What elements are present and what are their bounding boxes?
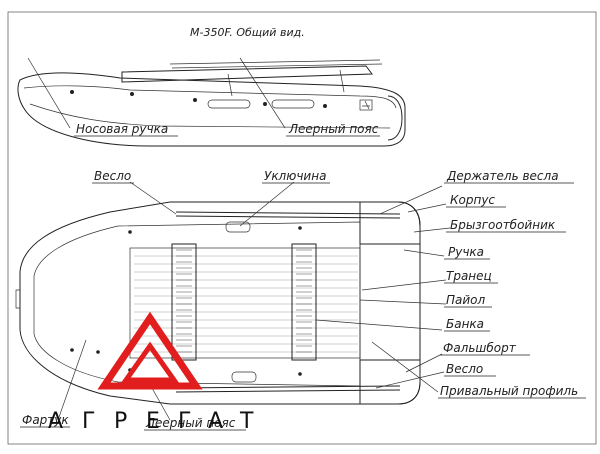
drawing-frame <box>7 11 597 445</box>
label-bryzgootboynik: Брызгоотбойник <box>450 218 556 232</box>
watermark-letter-1: А <box>48 409 63 434</box>
drawing-title: М-350F. Общий вид. <box>190 26 305 39</box>
watermark-letter-5: Г <box>178 409 191 434</box>
watermark-letter-4: Е <box>146 409 160 434</box>
leader-lines <box>57 181 451 421</box>
aggregat-logo <box>97 311 203 390</box>
label-leernyi-poyas-bottom: Леерный пояс <box>145 416 236 430</box>
label-payol: Пайол <box>446 293 486 307</box>
label-banka: Банка <box>446 317 484 331</box>
label-fartuk: Фартук <box>22 413 69 427</box>
label-veslo-bottom: Весло <box>446 362 483 376</box>
side-view <box>17 57 406 147</box>
watermark-letter-7: Т <box>239 409 254 434</box>
label-privalnyi-profil: Привальный профиль <box>440 384 578 398</box>
label-leernyi-poyas-top: Леерный пояс <box>288 122 379 136</box>
watermark-letter-3: Р <box>114 409 127 434</box>
watermark-letter-6: А <box>208 409 223 434</box>
logo-triangle-outer <box>97 311 203 390</box>
label-uklyuchina: Уключина <box>264 169 326 183</box>
label-korpus: Корпус <box>450 193 495 207</box>
label-nosovaya-ruchka: Носовая ручка <box>76 122 168 136</box>
logo-triangle-inner <box>121 341 179 383</box>
label-ruchka: Ручка <box>448 245 484 259</box>
label-derzhatel-vesla: Держатель весла <box>446 169 559 183</box>
watermark-text: А Г Р Е Г А Т <box>48 409 254 434</box>
top-view <box>15 201 421 405</box>
label-veslo-top: Весло <box>94 169 131 183</box>
label-falshbort: Фальшборт <box>443 341 517 355</box>
watermark-letter-2: Г <box>82 409 95 434</box>
label-tranets: Транец <box>446 269 492 283</box>
